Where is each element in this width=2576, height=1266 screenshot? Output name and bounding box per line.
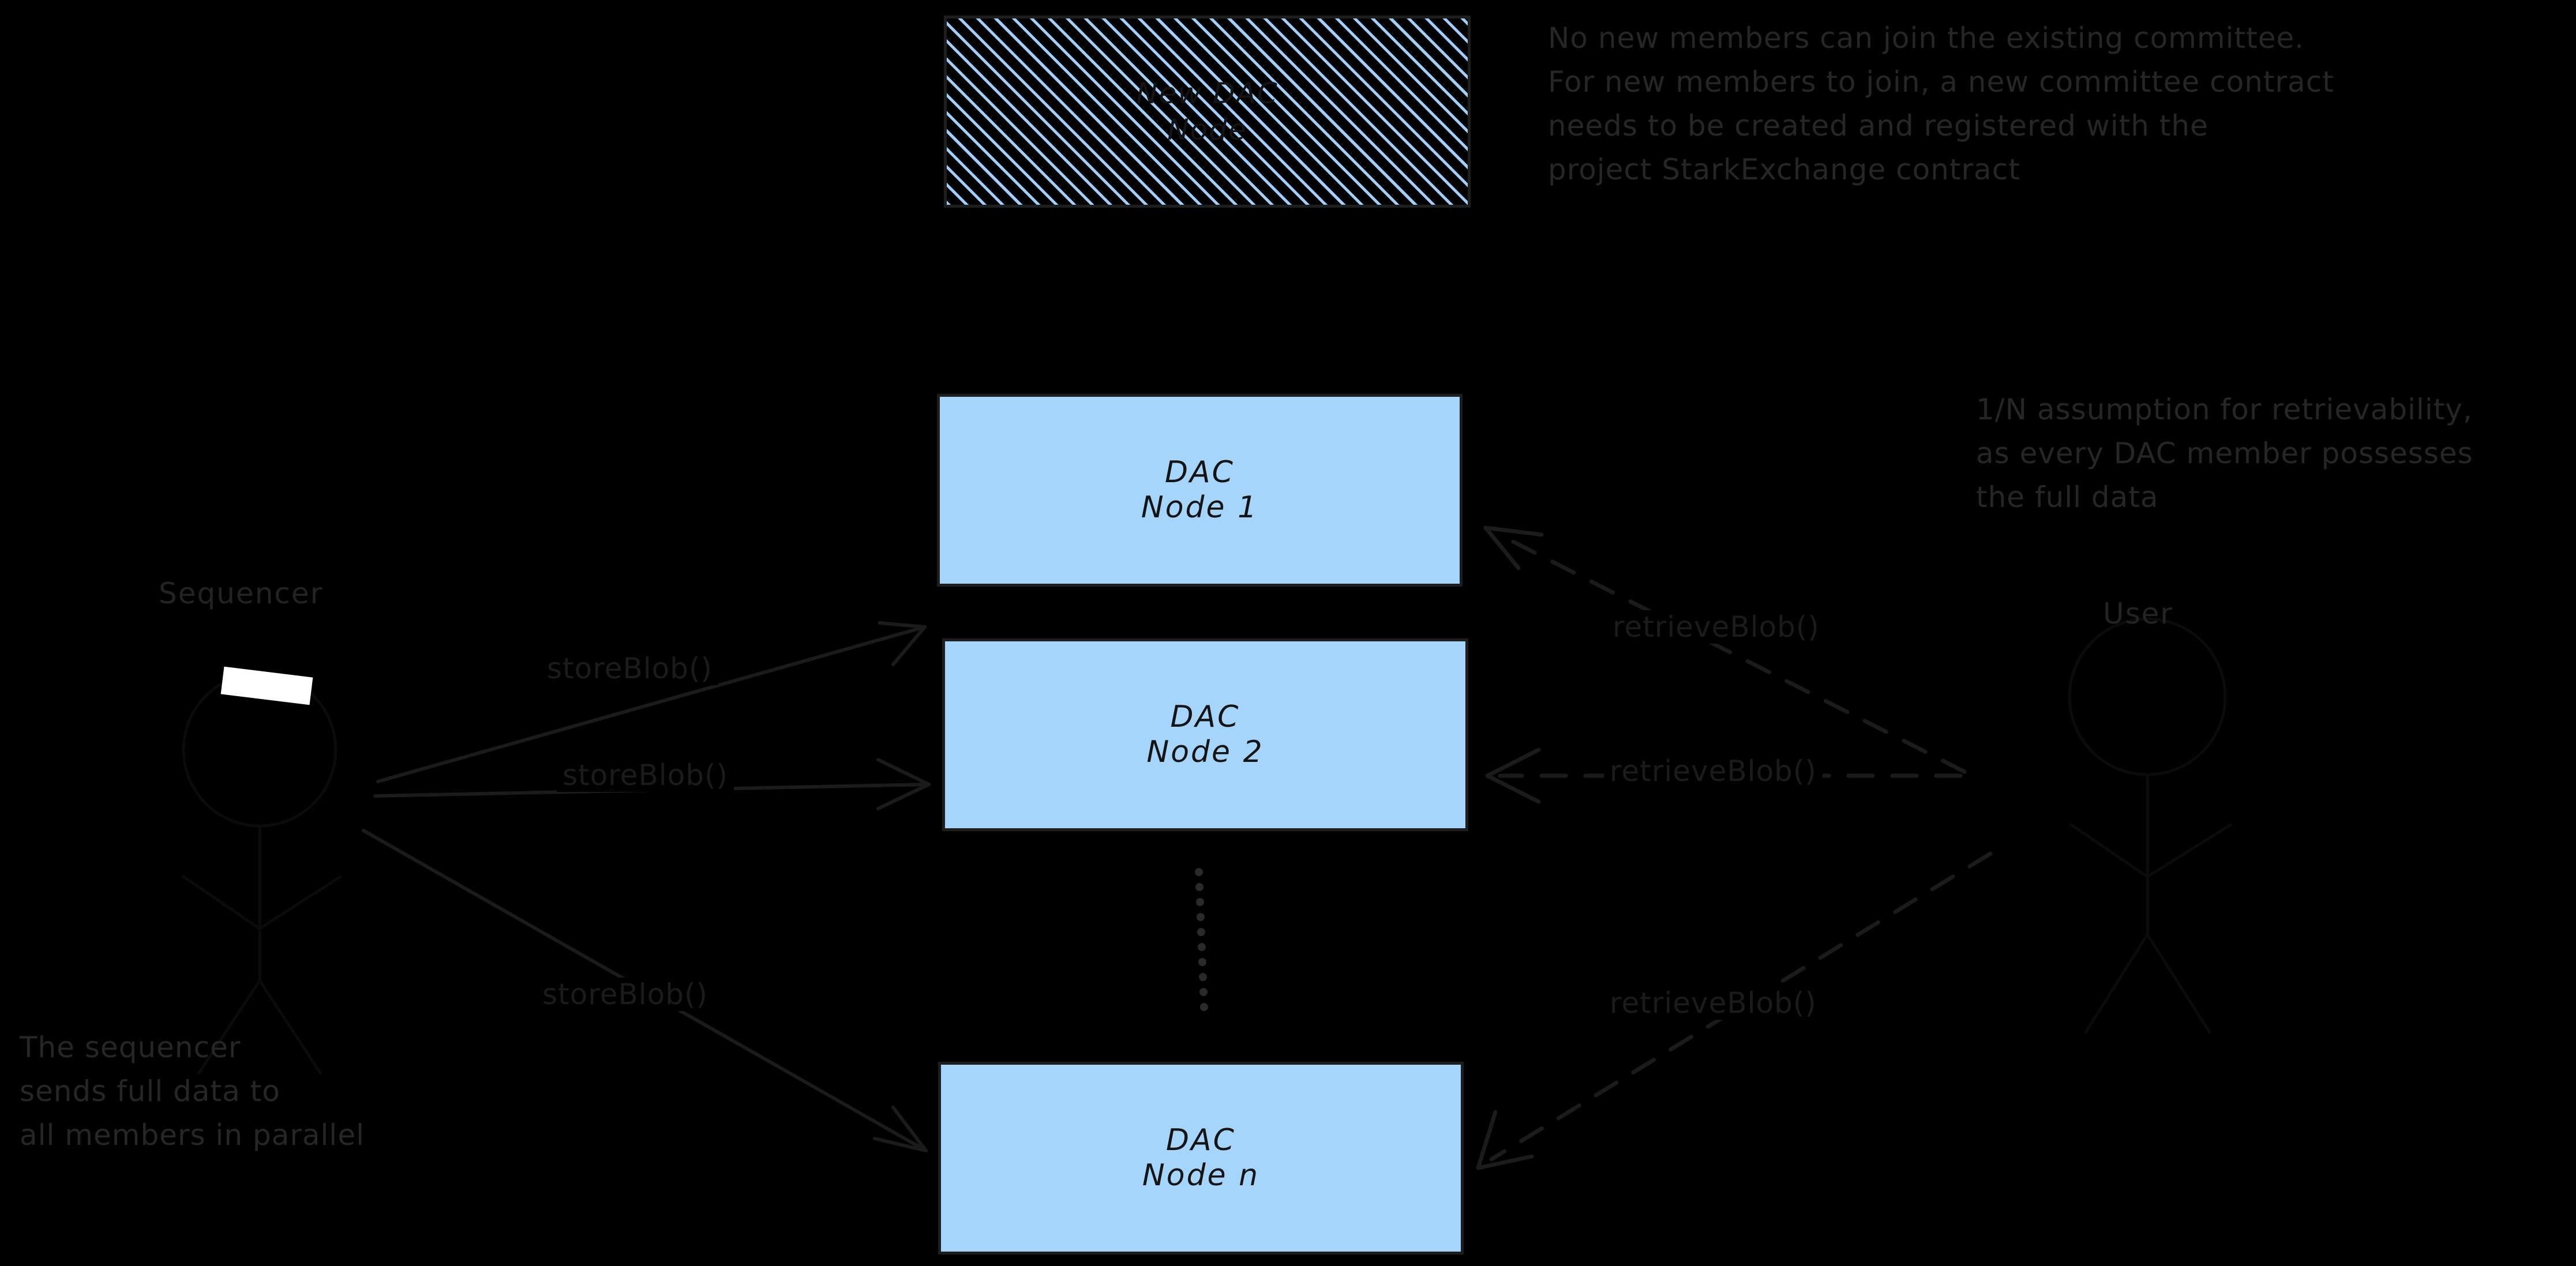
arrow-retrieve-blob-noden [1489,851,1993,1162]
new-dac-node-hatched-box[interactable]: New DAC Node [944,16,1471,208]
dac-node-2-subtitle: Node 2 [1146,735,1264,769]
user-actor-label: User [2103,597,2173,630]
arrow-retrieve-blob-node1 [1495,531,1967,774]
annotation-committee: No new members can join the existing com… [1548,21,2334,186]
annotation-retrievability: 1/N assumption for retrievability, as ev… [1976,393,2473,514]
arrowhead-retrieve-noden [1476,1110,1534,1170]
new-dac-node-label-line2: Node [1167,112,1247,146]
dac-node-n-box[interactable]: DAC Node n [938,1062,1464,1254]
sequencer-actor-figure [182,672,342,1075]
edge-label-retrieve-blob-noden: retrieveBlob() [1604,986,1823,1020]
dac-node-1-subtitle: Node 1 [1141,490,1259,525]
dac-node-1-box[interactable]: DAC Node 1 [937,394,1463,587]
dac-node-2-title: DAC [1170,699,1240,734]
ellipsis-dots [1195,868,1208,1011]
edge-label-store-blob-noden: storeBlob() [537,978,714,1011]
arrowhead-retrieve-node2 [1485,747,1541,804]
new-dac-node-label-line1: New DAC [1136,77,1278,110]
dac-node-n-title: DAC [1166,1122,1236,1158]
dac-node-1-title: DAC [1165,454,1235,490]
user-actor-figure [2068,617,2232,1034]
edge-label-store-blob-node2: storeBlob() [557,758,734,792]
annotation-sequencer-note: The sequencer sends full data to all mem… [20,1031,365,1152]
sequencer-actor-label: Sequencer [159,577,324,610]
arrowhead-retrieve-node1 [1483,525,1544,570]
edge-label-retrieve-blob-node2: retrieveBlob() [1604,754,1823,788]
edge-label-retrieve-blob-node1: retrieveBlob() [1607,610,1825,644]
dac-node-2-box[interactable]: DAC Node 2 [942,638,1468,831]
dac-node-n-subtitle: Node n [1142,1158,1260,1193]
edge-label-store-blob-node1: storeBlob() [541,652,719,685]
arrow-store-blob-node1 [376,621,927,783]
